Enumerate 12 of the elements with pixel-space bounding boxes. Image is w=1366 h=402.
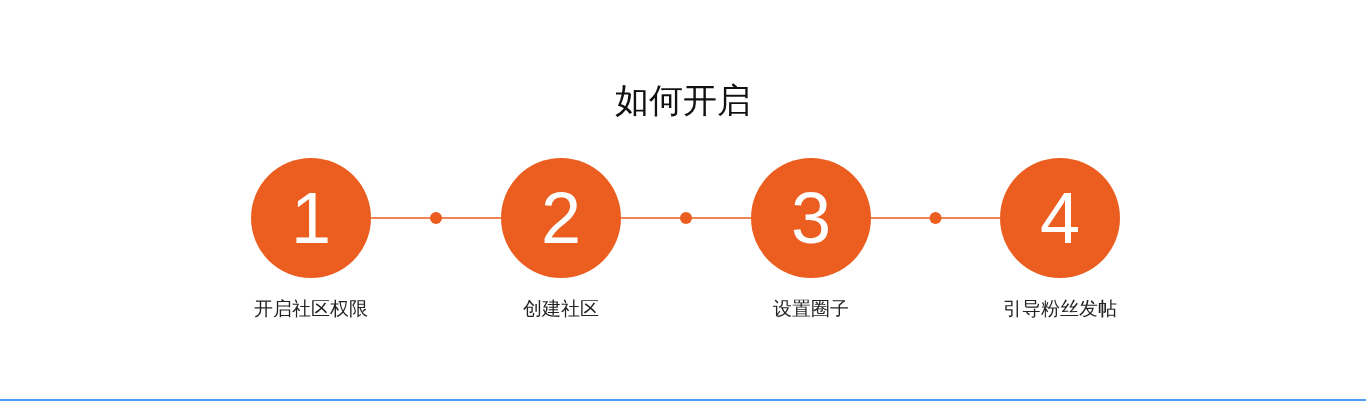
step-number: 4: [1039, 182, 1080, 254]
step-label: 引导粉丝发帖: [1003, 296, 1117, 320]
step-label: 创建社区: [523, 296, 599, 320]
connector-line: [620, 212, 752, 224]
step-number: 3: [790, 182, 831, 254]
connector-line: [870, 212, 1001, 224]
step-number: 1: [290, 182, 331, 254]
step-label: 开启社区权限: [254, 296, 368, 320]
connector-line: [370, 212, 502, 224]
title: 如何开启: [615, 80, 751, 120]
step-number: 2: [540, 182, 581, 254]
step-label: 设置圈子: [773, 296, 849, 320]
